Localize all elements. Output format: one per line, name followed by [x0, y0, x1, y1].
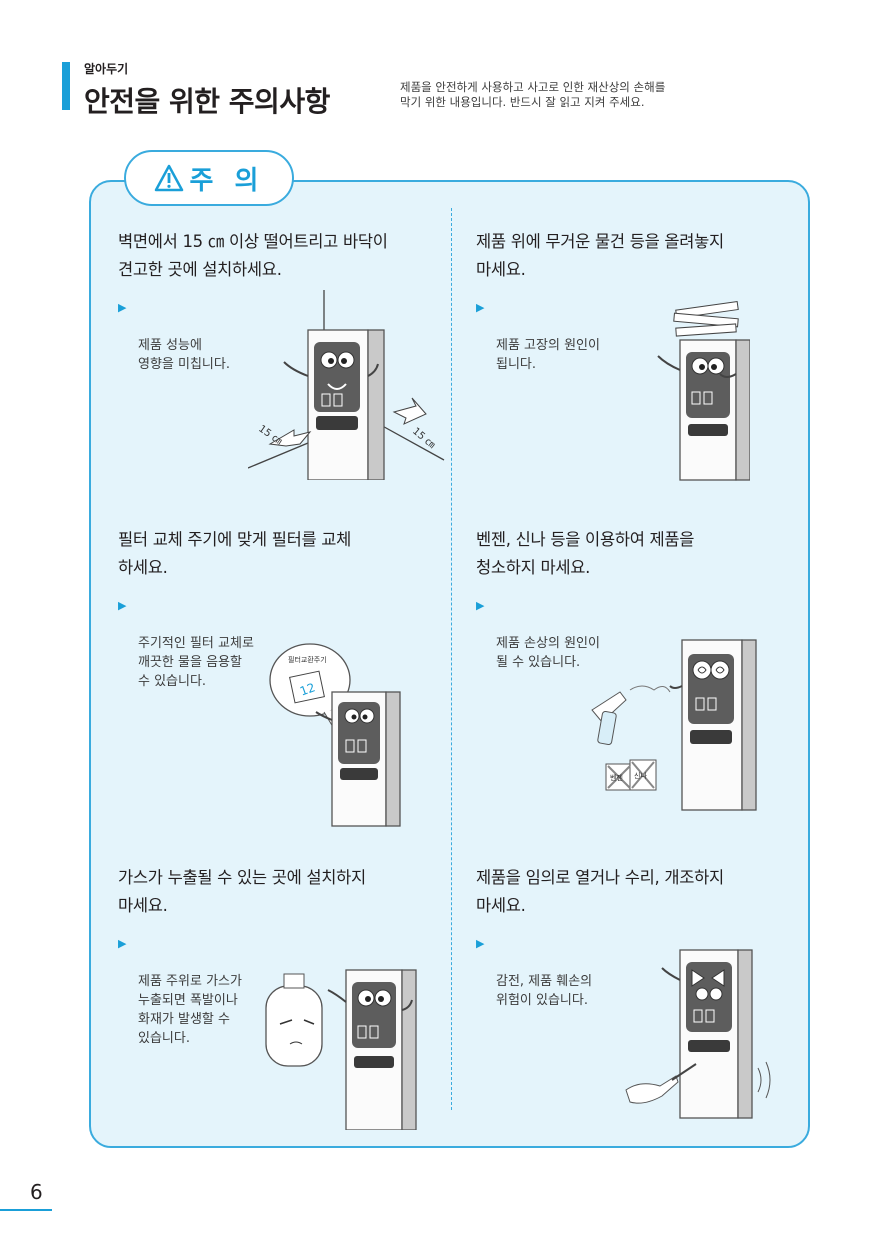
calendar-number: 12 — [298, 680, 317, 698]
header-accent-bar — [62, 62, 70, 110]
caution-item-no-solvents: 벤젠, 신나 등을 이용하여 제품을 청소하지 마세요. ▶ 제품 손상의 원인… — [476, 526, 796, 672]
item-bullet: ▶ 제품 주위로 가스가 누출되면 폭발이나 화재가 발생할 수 있습니다. — [118, 934, 438, 1048]
item-title: 벤젠, 신나 등을 이용하여 제품을 청소하지 마세요. — [476, 530, 695, 577]
bullet-text: 감전, 제품 훼손의 위험이 있습니다. — [496, 974, 593, 1008]
item-bullet: ▶ 감전, 제품 훼손의 위험이 있습니다. — [476, 934, 796, 1010]
caution-item-heavy-objects: 제품 위에 무거운 물건 등을 올려놓지 마세요. ▶ 제품 고장의 원인이 됩… — [476, 228, 796, 374]
column-divider — [451, 208, 452, 1110]
warning-triangle-icon — [154, 164, 183, 192]
distance-label-right: 15 ㎝ — [410, 426, 437, 451]
item-bullet: ▶ 제품 고장의 원인이 됩니다. — [476, 298, 796, 374]
item-title: 가스가 누출될 수 있는 곳에 설치하지 마세요. — [118, 868, 366, 915]
item-bullet: ▶ 제품 손상의 원인이 될 수 있습니다. — [476, 596, 796, 672]
bullet-arrow-icon: ▶ — [476, 301, 485, 314]
benzene-label: 벤젠 — [610, 773, 623, 782]
bullet-text: 주기적인 필터 교체로 깨끗한 물을 음용할 수 있습니다. — [138, 636, 254, 689]
bullet-text: 제품 손상의 원인이 될 수 있습니다. — [496, 636, 600, 670]
caution-item-gas-leak: 가스가 누출될 수 있는 곳에 설치하지 마세요. ▶ 제품 주위로 가스가 누… — [118, 864, 438, 1048]
no-solvents-illustration: 벤젠 신나 — [591, 639, 757, 811]
bullet-text: 제품 주위로 가스가 누출되면 폭발이나 화재가 발생할 수 있습니다. — [138, 974, 242, 1046]
heavy-objects-illustration — [657, 301, 750, 481]
caution-item-wall-distance: 벽면에서 15 ㎝ 이상 떨어트리고 바닥이 견고한 곳에 설치하세요. ▶ 제… — [118, 228, 438, 374]
caution-item-no-disassembly: 제품을 임의로 열거나 수리, 개조하지 마세요. ▶ 감전, 제품 훼손의 위… — [476, 864, 796, 1010]
bullet-arrow-icon: ▶ — [476, 937, 485, 950]
wall-distance-illustration: 15 ㎝ 15 ㎝ — [248, 290, 445, 480]
bullet-text: 제품 고장의 원인이 됩니다. — [496, 338, 600, 372]
caution-item-filter-replacement: 필터 교체 주기에 맞게 필터를 교체 하세요. ▶ 주기적인 필터 교체로 깨… — [118, 526, 438, 691]
bullet-arrow-icon: ▶ — [476, 599, 485, 612]
item-title: 필터 교체 주기에 맞게 필터를 교체 하세요. — [118, 530, 352, 577]
item-title: 벽면에서 15 ㎝ 이상 떨어트리고 바닥이 견고한 곳에 설치하세요. — [118, 232, 388, 279]
caution-tab: 주 의 — [124, 150, 294, 206]
item-title: 제품을 임의로 열거나 수리, 개조하지 마세요. — [476, 868, 724, 915]
no-disassembly-illustration — [625, 949, 771, 1119]
filter-replacement-illustration: 필터교환주기 12 — [269, 643, 401, 827]
page-description: 제품을 안전하게 사용하고 사고로 인한 재산상의 손해를 막기 위한 내용입니… — [400, 80, 666, 109]
gas-leak-illustration — [265, 969, 417, 1130]
bullet-text: 제품 성능에 영향을 미칩니다. — [138, 338, 230, 372]
bullet-arrow-icon: ▶ — [118, 301, 127, 314]
caution-label: 주 의 — [189, 165, 265, 196]
bullet-arrow-icon: ▶ — [118, 599, 127, 612]
bullet-arrow-icon: ▶ — [118, 937, 127, 950]
speech-bubble-label: 필터교환주기 — [288, 655, 327, 664]
thinner-label: 신나 — [634, 771, 647, 780]
page-number-underline — [0, 1209, 52, 1211]
item-bullet: ▶ 제품 성능에 영향을 미칩니다. — [118, 298, 438, 374]
section-label: 알아두기 — [84, 62, 129, 76]
page-title: 안전을 위한 주의사항 — [84, 85, 330, 118]
page-number: 6 — [30, 1180, 43, 1204]
item-title: 제품 위에 무거운 물건 등을 올려놓지 마세요. — [476, 232, 724, 279]
item-bullet: ▶ 주기적인 필터 교체로 깨끗한 물을 음용할 수 있습니다. — [118, 596, 438, 691]
